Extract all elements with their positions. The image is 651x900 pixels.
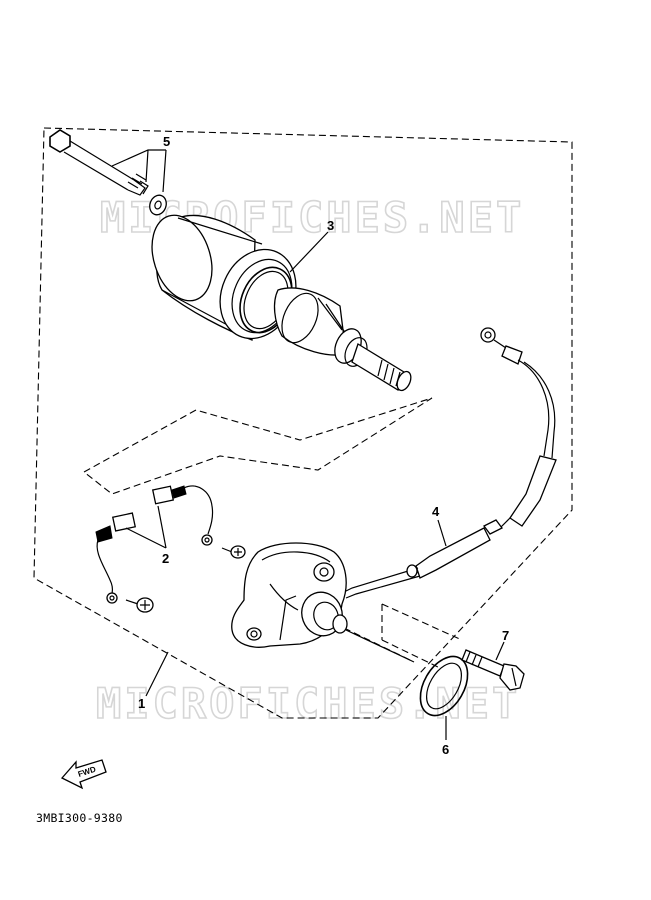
callout-2-leader xyxy=(125,505,167,549)
part-7-bolt xyxy=(461,649,525,691)
bolt-reference-lines xyxy=(343,603,463,669)
starter-cover xyxy=(231,542,348,648)
callout-7-leader xyxy=(495,641,505,661)
callout-4-leader xyxy=(437,519,447,547)
callout-5: 5 xyxy=(163,134,170,149)
callout-1-leader xyxy=(145,651,169,697)
callout-7: 7 xyxy=(502,628,509,643)
part-3-starter-motor xyxy=(151,214,412,392)
cover-axis-line xyxy=(345,629,415,663)
callout-3: 3 xyxy=(327,218,334,233)
fwd-arrow-icon: FWD xyxy=(60,759,107,790)
diagram-code: 3MBI300-9380 xyxy=(36,811,123,825)
part-6-gasket xyxy=(419,655,469,717)
part-5-washer xyxy=(149,194,167,216)
part-2-brush-upper xyxy=(151,485,214,546)
callout-6: 6 xyxy=(442,742,449,757)
part-5-bolt xyxy=(49,129,149,196)
callout-5-leader xyxy=(111,149,167,193)
part-2-screw-lower xyxy=(125,597,154,613)
part-2-brush-lower xyxy=(95,512,137,604)
part-2-screw-upper xyxy=(221,545,246,559)
callout-3-leader xyxy=(289,231,329,273)
reference-box xyxy=(83,397,433,495)
callout-1: 1 xyxy=(138,696,145,711)
part-4-lead-wire xyxy=(343,327,557,599)
assembly-boundary xyxy=(33,127,573,719)
callout-4: 4 xyxy=(432,504,440,519)
callout-2: 2 xyxy=(162,551,169,566)
